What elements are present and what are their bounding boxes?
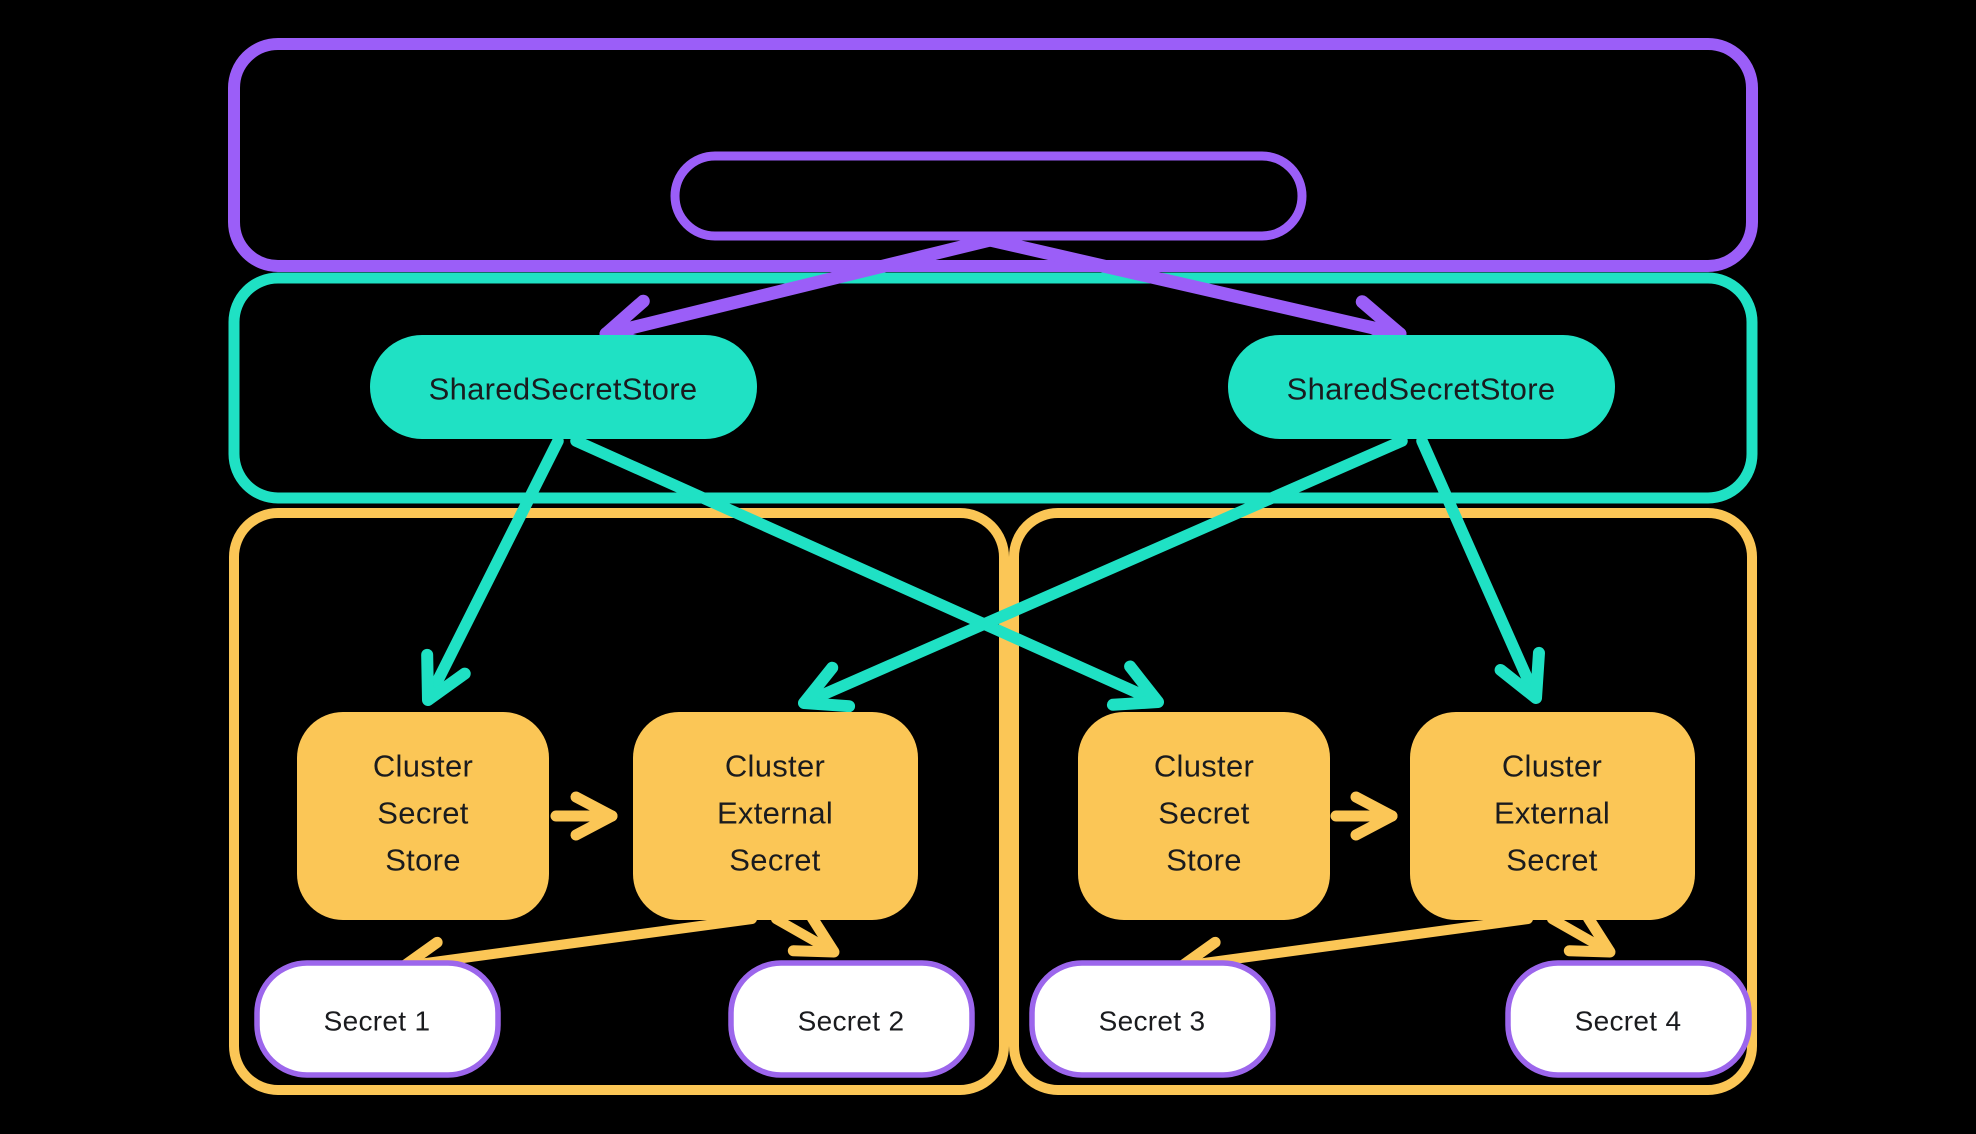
secret-3-node: Secret 3 bbox=[1029, 960, 1276, 1078]
arrow-shared-left-to-cluster-secret-store-left bbox=[421, 435, 564, 706]
shared-secret-store-left-node: SharedSecretStore bbox=[370, 335, 757, 439]
teal-band-container bbox=[228, 272, 1758, 504]
cluster-secret-store-right-label-line2: Secret bbox=[1158, 796, 1249, 831]
cluster-external-secret-left-label-line1: Cluster bbox=[725, 749, 825, 784]
arrow-pill-to-shared-store-left bbox=[599, 233, 997, 353]
arrow-shared-right-to-cluster-external-secret-right bbox=[1416, 435, 1545, 704]
cluster-external-secret-right-label-line3: Secret bbox=[1506, 843, 1597, 878]
top-purple-container bbox=[228, 38, 1758, 272]
secret-4-label: Secret 4 bbox=[1575, 1006, 1682, 1037]
secret-2-node: Secret 2 bbox=[728, 960, 975, 1078]
cluster-external-secret-right-label-line2: External bbox=[1494, 796, 1610, 831]
secret-1-label: Secret 1 bbox=[324, 1006, 431, 1037]
arrow-ces-left-to-secret-1 bbox=[398, 914, 757, 986]
cluster-external-secret-left-label-line3: Secret bbox=[729, 843, 820, 878]
shared-secret-store-left-pill bbox=[370, 335, 757, 439]
cluster-external-secret-left-node: Cluster External Secret bbox=[633, 712, 918, 920]
arrow-shared-right-to-cluster-external-secret-left bbox=[798, 435, 1408, 713]
secret-4-node: Secret 4 bbox=[1505, 960, 1752, 1078]
cluster-secret-store-right-node: Cluster Secret Store bbox=[1078, 712, 1330, 920]
cluster-secret-store-left-node: Cluster Secret Store bbox=[297, 712, 549, 920]
cluster-external-secret-right-box bbox=[1410, 712, 1695, 920]
secret-3-pill bbox=[1029, 960, 1276, 1078]
shared-secret-store-right-label: SharedSecretStore bbox=[1287, 372, 1556, 407]
arrow-ces-left-to-secret-2 bbox=[771, 912, 840, 958]
cluster-external-secret-left-box bbox=[633, 712, 918, 920]
arrow-ces-right-to-secret-3 bbox=[1176, 914, 1533, 986]
secret-4-pill bbox=[1505, 960, 1752, 1078]
secret-2-label: Secret 2 bbox=[798, 1006, 905, 1037]
cluster-secret-store-left-label-line1: Cluster bbox=[373, 749, 473, 784]
arrow-ces-right-to-secret-4 bbox=[1547, 912, 1616, 958]
shared-secret-store-left-label: SharedSecretStore bbox=[429, 372, 698, 407]
secret-3-label: Secret 3 bbox=[1099, 1006, 1206, 1037]
cluster-container-left bbox=[229, 508, 1009, 1095]
secret-1-node: Secret 1 bbox=[254, 960, 501, 1078]
cluster-external-secret-right-node: Cluster External Secret bbox=[1410, 712, 1695, 920]
shared-secret-store-right-node: SharedSecretStore bbox=[1228, 335, 1615, 439]
cluster-secret-store-left-box bbox=[297, 712, 549, 920]
cluster-external-secret-right-label-line1: Cluster bbox=[1502, 749, 1602, 784]
arrow-pill-to-shared-store-right bbox=[983, 233, 1407, 354]
cluster-secret-store-left-label-line2: Secret bbox=[377, 796, 468, 831]
cluster-external-secret-left-label-line2: External bbox=[717, 796, 833, 831]
cluster-secret-store-left-label-line3: Store bbox=[385, 843, 461, 878]
cluster-container-right bbox=[1009, 508, 1757, 1095]
arrow-shared-left-to-cluster-secret-store-right bbox=[570, 435, 1164, 711]
secret-2-pill bbox=[728, 960, 975, 1078]
cluster-secret-store-right-label-line3: Store bbox=[1166, 843, 1242, 878]
secret-1-pill bbox=[254, 960, 501, 1078]
cluster-secret-store-right-box bbox=[1078, 712, 1330, 920]
top-inner-pill bbox=[670, 151, 1307, 241]
cluster-secret-store-right-label-line1: Cluster bbox=[1154, 749, 1254, 784]
shared-secret-store-right-pill bbox=[1228, 335, 1615, 439]
